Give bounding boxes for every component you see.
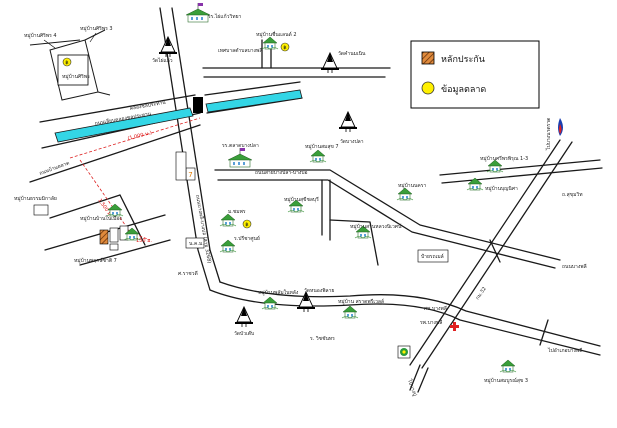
village-left-a-label: หมู่บ้านธรรมมิกาลัย — [14, 195, 57, 202]
village-house-icon — [261, 36, 279, 50]
village-bottom-right-label: หมู่บ้านสมบูรณ์สุข 3 — [484, 377, 528, 384]
seven-eleven-icon: 7 — [185, 167, 196, 181]
bus-box-label: ป้ายรถเมล์ — [421, 253, 444, 260]
bus-box — [417, 249, 449, 263]
temple-right-top-label: วัดคำนมเนิน — [338, 50, 366, 57]
legend-property-label: หลักประกัน — [441, 55, 485, 65]
village-house-icon — [499, 359, 517, 373]
village-marketnear-label: หมู่บ้านสวนหลวงนิเวศน์ — [350, 223, 402, 230]
clinic-label: ศพ.บางพลี — [424, 305, 447, 312]
village-left-c-label: หมู่บ้านพฤกษ์ชาติ 7 — [74, 257, 117, 264]
village-pink-label: หมู่บ้านพลัมในหลัง — [258, 289, 299, 296]
village-left-b-label: หมู่บ้านบ้านในเมือง — [80, 215, 122, 222]
school-top-label: รร.ไผ่แก้ววิทยา — [208, 13, 241, 20]
nkm-box — [185, 237, 205, 249]
village-chinda-label: หมู่บ้าน สราดพรีเวลล์ — [338, 298, 384, 305]
kp-label: กม.32 — [475, 286, 488, 301]
village-left: หมู่บ้านธรรมมิกาลัย หมู่บ้านบ้านในเมือง … — [14, 159, 141, 264]
village-center-label: หมู่บ้านศิริพร — [62, 73, 90, 80]
village-sayam-label: หมู่บ้านสุขีชลบุรี — [284, 196, 319, 203]
distance-1000: (1,000 ม.) — [127, 130, 152, 142]
village-suk7-label: หมู่บ้านสมสุข 7 — [305, 143, 339, 150]
ptt-label: ไปบางนาตราด — [545, 118, 552, 151]
school-bottom-label: ร. วิชชันทร — [310, 335, 335, 342]
temple-icon — [338, 111, 358, 133]
school-mid-label: รร.ตลาดบางปลา — [222, 143, 259, 149]
school-icon — [227, 147, 253, 168]
legend: หลักประกัน ข้อมูลตลาด — [410, 40, 540, 109]
market-data-icon — [280, 42, 290, 52]
temple-mid-label: วัดบางปลา — [340, 139, 364, 145]
village-house-icon — [396, 187, 414, 201]
road-mid-label: ถนนสายบางปลา-บางบ่อ — [255, 170, 308, 176]
village-sunset-label: หมู่บ้านชื่นแลนด์ 2 — [256, 31, 297, 38]
temple-bottom-mid-label: วัดหนองพิลาย — [304, 287, 334, 294]
village4-label: หมู่บ้านศิริพร 4 — [24, 32, 57, 39]
village-top-left: หมู่บ้านศิริพร 4 หมู่บ้านศิริพร 3 หมู่บ้… — [24, 25, 113, 86]
canal-label: คลองชลประทาน — [129, 100, 166, 112]
road-right-label: ถ.สุขุมวิท — [562, 191, 583, 198]
road-down-label: ไปบางปู — [406, 377, 419, 397]
hospital-icon — [450, 322, 459, 331]
village-house-icon — [309, 149, 327, 163]
seven-eleven-label: 7 — [188, 171, 192, 179]
school-icon — [185, 2, 211, 23]
roads — [29, 7, 603, 393]
village3-label: หมู่บ้านศิริพร 3 — [80, 25, 113, 32]
village-phirun-label: หมู่บ้านศรีพรพิรุณ 1-3 — [480, 155, 528, 162]
legend-property-icon — [421, 51, 435, 65]
temple-bottom-left-label: วัดบัวเต๊บ — [234, 330, 254, 337]
market-prop-label: ม.ชมพร — [228, 209, 246, 215]
market-data-icon — [242, 219, 252, 229]
temple-left-label: วัดไผ่แก้ว — [152, 57, 173, 64]
property-marker — [99, 229, 109, 245]
village-house-icon — [261, 296, 279, 310]
market-data-icon — [62, 57, 72, 67]
temple-icon — [296, 291, 316, 313]
temple-icon — [158, 36, 178, 58]
nkm-label: น.ค.ม. — [189, 241, 204, 247]
legend-market-label: ข้อมูลตลาด — [441, 84, 486, 95]
legend-market-icon — [421, 81, 435, 95]
village-house-icon — [219, 213, 237, 227]
village-house-icon — [341, 305, 359, 319]
municipality-label: เทศบาลตำบลบางพลี — [218, 47, 262, 54]
distance-150: 150 ม. — [136, 238, 152, 244]
village-brian-label: หมู่บ้านบุญนิศา — [485, 185, 518, 192]
village-nakorn-label: หมู่บ้านนครา — [398, 182, 426, 189]
hospital-road-label: รพ.บางพลี — [420, 319, 442, 326]
building-box — [175, 151, 187, 181]
market-shop-label: ร.ปรีชาศูนย์ — [234, 235, 260, 242]
ptt-icon — [397, 345, 411, 359]
ptt-logo-icon — [558, 118, 563, 136]
temple-icon — [320, 52, 340, 74]
road-bottom-right-label: ไปอำเภอบางพลี — [547, 347, 582, 354]
hospital-label: ศ.ราชวดี — [178, 270, 198, 277]
road-right-b-label: ถนนบางพลี — [562, 263, 587, 270]
temple-icon — [234, 306, 254, 328]
